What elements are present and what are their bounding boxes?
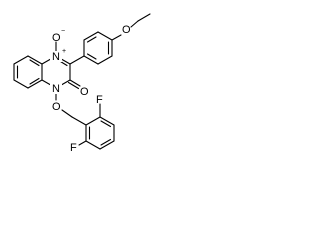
atom-n-oxide: N [52,51,60,63]
bond [13,79,29,89]
bond [27,55,43,65]
bond [97,55,113,65]
atom-o-ether: O [122,24,131,36]
bond [69,55,85,65]
bond [97,31,113,41]
atom-n-amide: N [52,83,60,95]
charge-plus: + [62,48,66,55]
bond [61,109,73,118]
chemical-structure-diagram: N + N O − O O O F F [13,13,151,154]
bond [78,140,87,146]
bond [86,53,97,60]
charge-minus: − [61,28,65,35]
bond [86,36,97,43]
bond [29,59,40,67]
atom-labels: N + N O − O O O F F [50,24,131,154]
bond [85,140,101,150]
bond [100,138,112,146]
bond [67,81,80,90]
bond [69,79,81,87]
bond [29,77,40,85]
bond [85,116,101,126]
atom-f-lower: F [70,142,77,154]
bond [71,116,87,126]
atom-o-oxide: O [52,32,61,44]
bond [99,140,115,150]
bond [130,20,139,28]
atom-o-carbonyl: O [80,86,89,98]
bond [27,79,43,89]
bond [83,31,99,41]
bond [99,116,115,126]
atom-f-upper: F [96,94,103,106]
bond [100,120,112,128]
atom-o-linker: O [52,101,61,113]
bond [137,13,151,22]
bond [83,55,99,65]
bond-lines [13,13,151,150]
bond [111,34,122,41]
bond [13,55,29,65]
